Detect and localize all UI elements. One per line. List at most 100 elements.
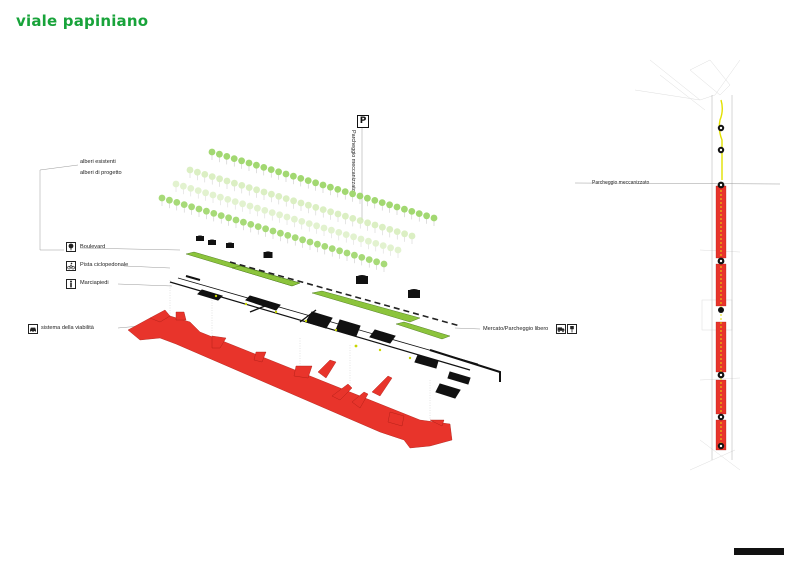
tree-icon bbox=[314, 240, 321, 253]
tree-icon bbox=[290, 197, 297, 209]
tree-rows bbox=[158, 148, 438, 272]
leader-lines bbox=[39, 128, 781, 330]
parking-structures bbox=[196, 235, 420, 298]
tree-icon bbox=[297, 175, 305, 187]
tree-icon bbox=[216, 150, 223, 163]
bicycle-pedestrian-icon bbox=[66, 261, 76, 271]
page-title: viale papiniano bbox=[16, 12, 149, 30]
label-marciapiedi: Marciapiedi bbox=[80, 280, 109, 286]
tree-icon bbox=[158, 194, 166, 206]
tree-icon bbox=[180, 182, 187, 195]
tree-icon bbox=[373, 258, 380, 270]
boulevard-dashes bbox=[229, 261, 461, 327]
label-alberi-progetto: alberi di progetto bbox=[80, 170, 122, 176]
tree-icon bbox=[194, 187, 202, 199]
road-network-layer bbox=[127, 309, 453, 449]
tree-icon bbox=[379, 242, 387, 254]
tree-icon bbox=[393, 228, 401, 240]
tree-icon bbox=[180, 201, 188, 213]
tree-icon bbox=[336, 247, 343, 259]
tree-icon bbox=[231, 198, 239, 210]
pedestrian-layer bbox=[169, 275, 501, 399]
tree-icon bbox=[356, 192, 364, 204]
tree-icon bbox=[225, 214, 233, 226]
tree-icon bbox=[349, 190, 356, 202]
tree-icon bbox=[306, 238, 314, 250]
tree-icon bbox=[210, 210, 218, 222]
tree-icon bbox=[299, 236, 306, 248]
tree-icon bbox=[188, 203, 196, 215]
tree-icon bbox=[356, 217, 364, 229]
tree-icon bbox=[380, 260, 388, 272]
tree-icon bbox=[350, 233, 357, 245]
tree-icon bbox=[194, 168, 201, 181]
tree-icon bbox=[224, 196, 232, 208]
tree-icon bbox=[268, 190, 275, 203]
tree-icon bbox=[334, 210, 342, 222]
tree-icon bbox=[371, 221, 379, 233]
truck-icon bbox=[556, 324, 566, 334]
tree-icon bbox=[209, 191, 217, 203]
tree-icon bbox=[393, 203, 401, 215]
tree-icon bbox=[202, 189, 210, 201]
scale-bar bbox=[734, 548, 784, 555]
tree-icon bbox=[245, 184, 253, 196]
tree-icon bbox=[328, 226, 335, 239]
tree-icon bbox=[291, 234, 299, 246]
tree-icon bbox=[275, 193, 283, 205]
tree-icon bbox=[239, 200, 247, 212]
tree-icon bbox=[217, 212, 225, 224]
tree-icon bbox=[297, 199, 305, 211]
tree-icon bbox=[408, 232, 416, 244]
car-icon bbox=[28, 324, 38, 334]
tree-icon bbox=[254, 204, 261, 217]
tree-icon bbox=[305, 201, 312, 214]
tree-icon bbox=[378, 199, 386, 211]
tree-icon bbox=[415, 210, 423, 222]
tree-icon bbox=[253, 161, 260, 174]
tree-icon bbox=[203, 207, 210, 220]
tree-icon bbox=[357, 235, 365, 247]
tree-icon bbox=[423, 212, 430, 224]
tree-icon bbox=[267, 166, 275, 178]
tree-icon bbox=[343, 249, 351, 261]
tree-icon bbox=[275, 168, 282, 180]
tree-icon bbox=[321, 243, 329, 255]
tree-icon bbox=[277, 229, 284, 242]
tree-icon bbox=[217, 193, 224, 206]
tree-icon bbox=[408, 208, 416, 220]
tree-icon bbox=[166, 196, 173, 209]
pedestrian-icon bbox=[66, 279, 76, 289]
tree-icon bbox=[261, 207, 269, 219]
tree-icon bbox=[394, 246, 402, 258]
tree-icon bbox=[312, 179, 319, 191]
tree-icon bbox=[327, 183, 334, 196]
tree-icon bbox=[335, 229, 343, 241]
tree-icon bbox=[320, 224, 328, 236]
tree-icon bbox=[313, 222, 320, 234]
tree-icon bbox=[254, 223, 262, 235]
tree-icon bbox=[195, 205, 203, 217]
tree-icon bbox=[304, 177, 312, 189]
tree-icon bbox=[372, 240, 380, 252]
tree-icon bbox=[238, 157, 246, 169]
boulevard-layer bbox=[185, 251, 451, 340]
tree-icon bbox=[262, 225, 269, 237]
tree-icon bbox=[379, 223, 386, 236]
tree-icon bbox=[291, 215, 298, 228]
tree-icon bbox=[351, 251, 358, 264]
tree-icon bbox=[173, 199, 181, 211]
tree-icon bbox=[223, 153, 231, 165]
tree-icon bbox=[401, 205, 408, 218]
tree-icon bbox=[208, 148, 216, 160]
cycle-path-dots bbox=[214, 294, 412, 360]
tree-icon bbox=[342, 212, 349, 225]
tree-icon bbox=[247, 221, 255, 233]
tree-icon bbox=[172, 180, 180, 192]
label-mercato: Mercato/Parcheggio libero bbox=[483, 326, 549, 332]
tree-icon bbox=[186, 166, 194, 178]
tree-icon bbox=[260, 164, 268, 176]
tree-icon bbox=[282, 195, 290, 207]
tree-icon bbox=[260, 188, 268, 200]
